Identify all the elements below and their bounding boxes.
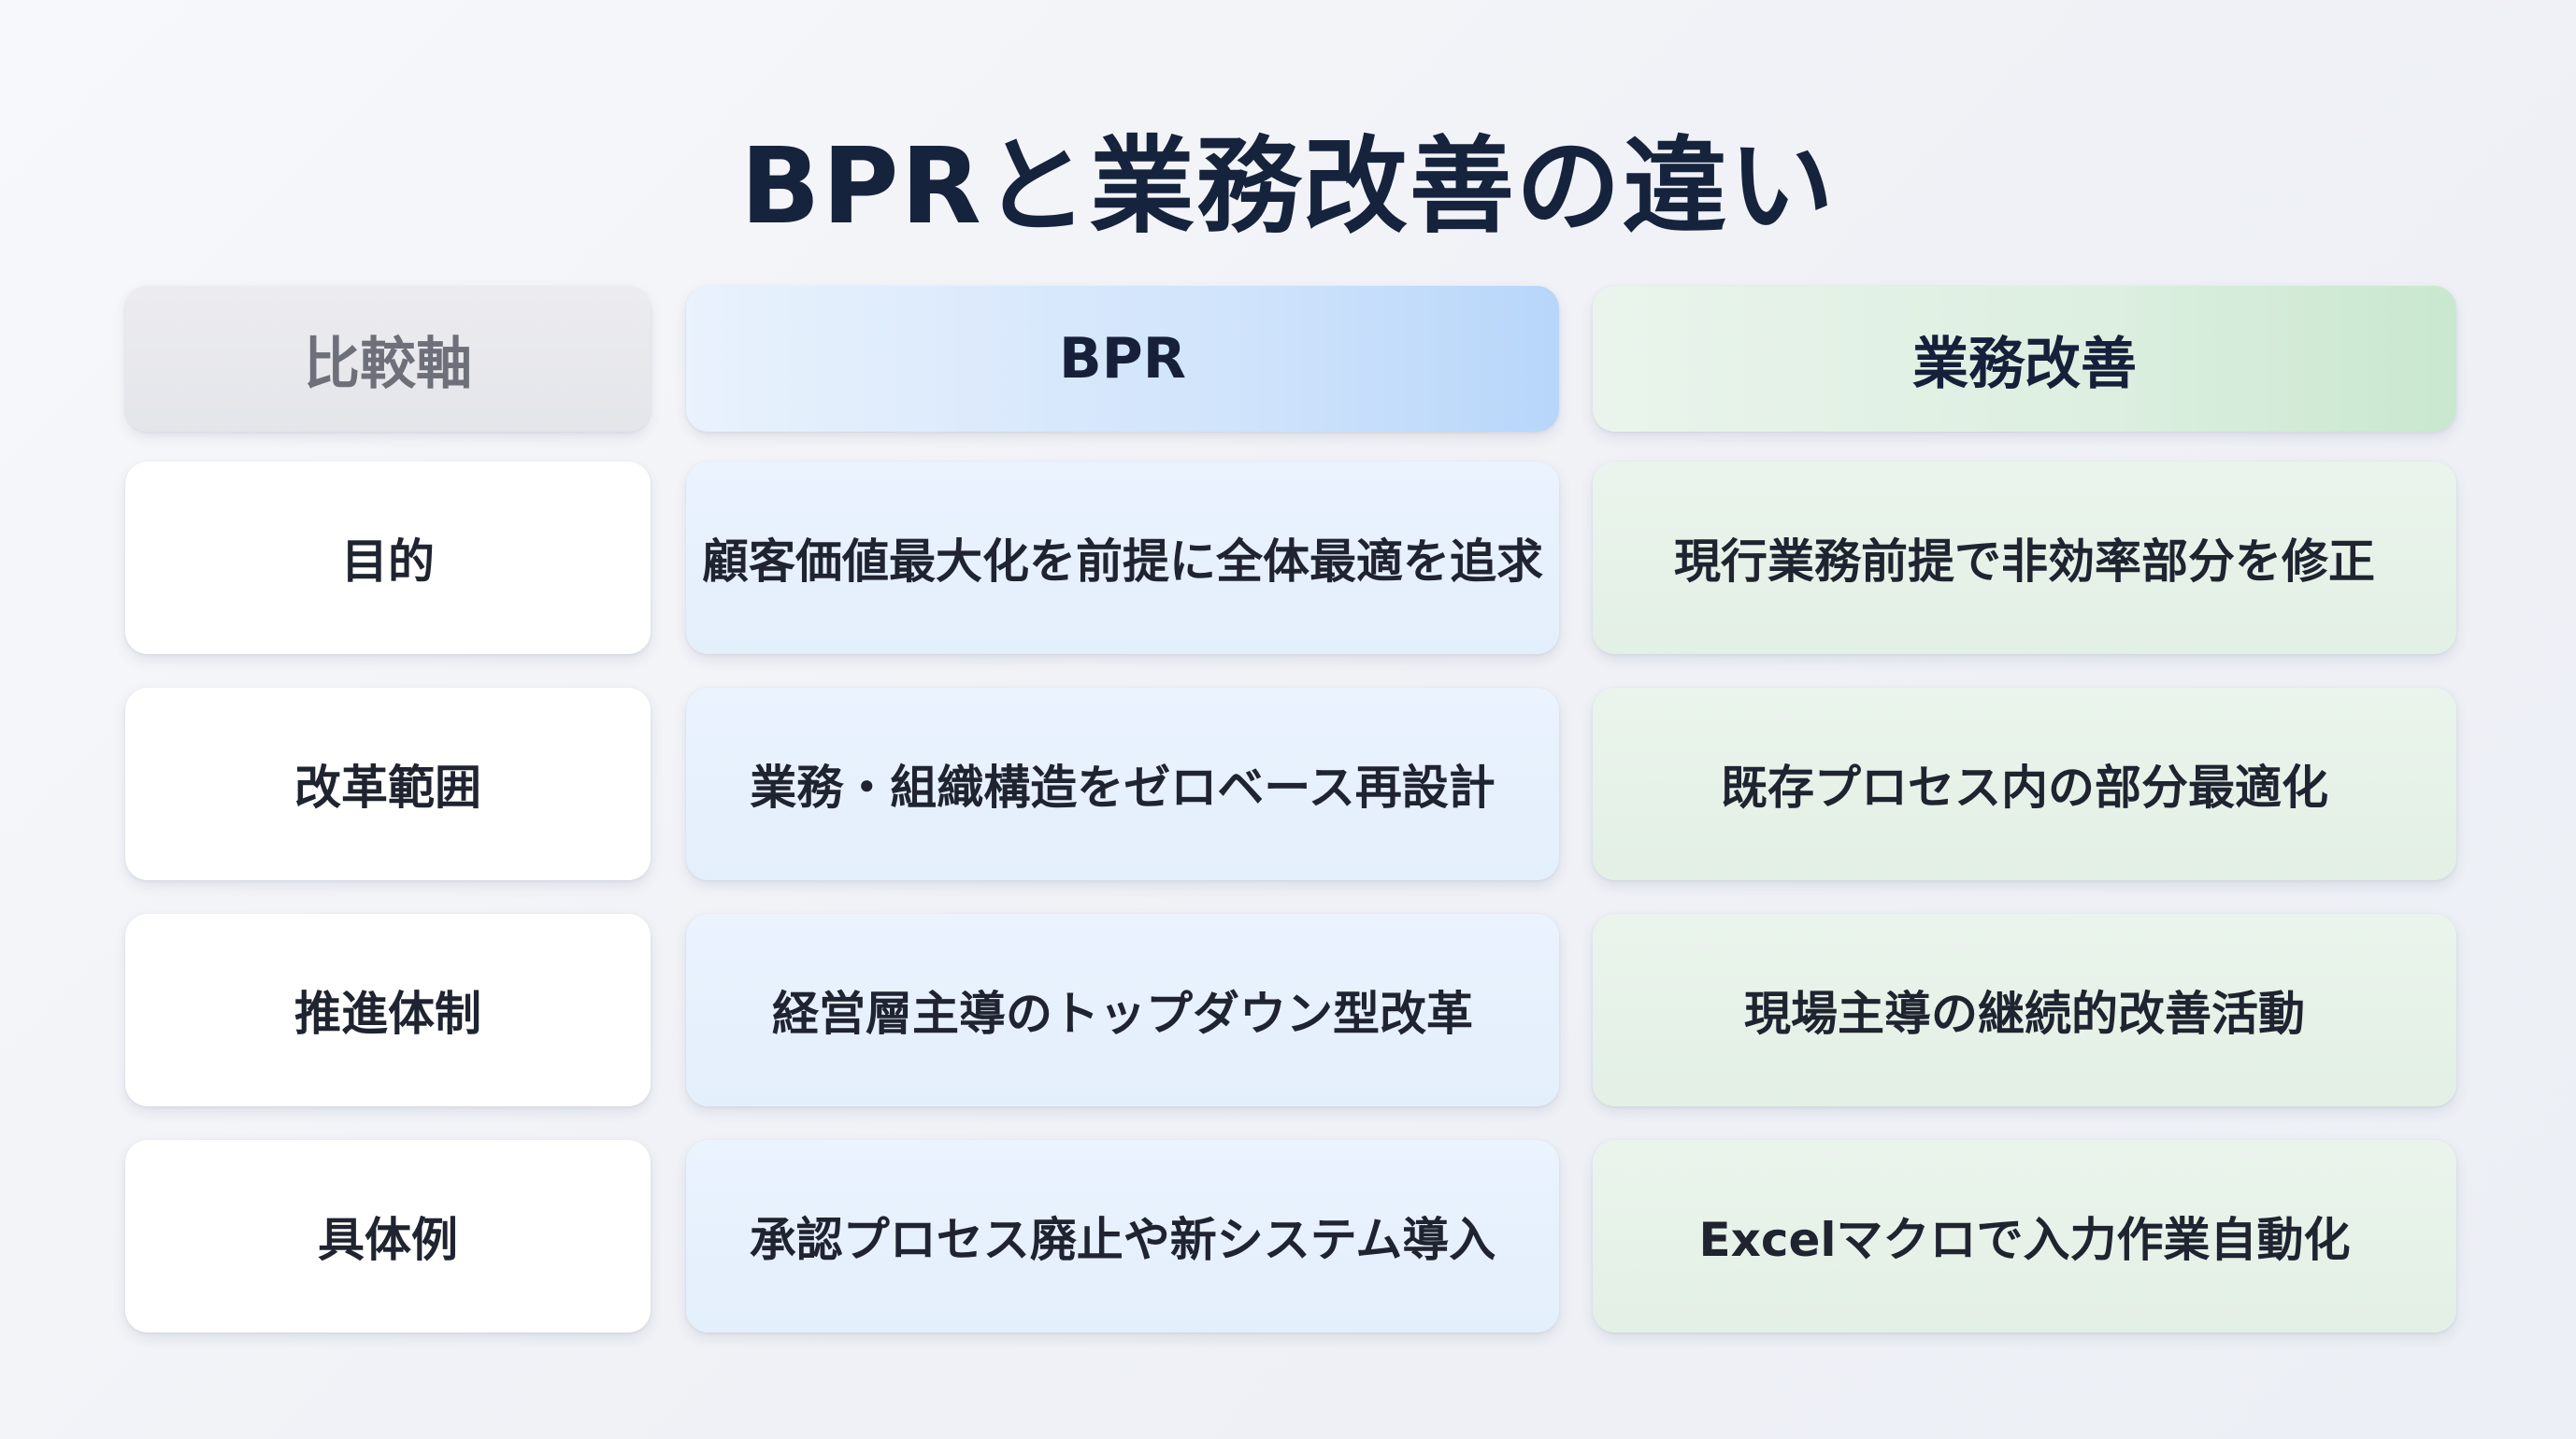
table-row: 改革範囲 業務・組織構造をゼロベース再設計 既存プロセス内の部分最適化 xyxy=(125,688,2456,880)
row-improvement-cell: 既存プロセス内の部分最適化 xyxy=(1593,688,2456,880)
row-bpr-cell: 顧客価値最大化を前提に全体最適を追求 xyxy=(686,462,1559,654)
header-improvement-cell: 業務改善 xyxy=(1593,286,2456,432)
row-axis-cell: 推進体制 xyxy=(125,914,651,1106)
table-row: 目的 顧客価値最大化を前提に全体最適を追求 現行業務前提で非効率部分を修正 xyxy=(125,462,2456,654)
header-axis-cell: 比較軸 xyxy=(125,286,651,432)
table-header-row: 比較軸 BPR 業務改善 xyxy=(125,286,2456,432)
row-improvement-cell: 現場主導の継続的改善活動 xyxy=(1593,914,2456,1106)
row-axis-cell: 具体例 xyxy=(125,1140,651,1332)
slide-title: BPRと業務改善の違い xyxy=(740,126,1836,248)
row-bpr-cell: 承認プロセス廃止や新システム導入 xyxy=(686,1140,1559,1332)
row-improvement-cell: Excelマクロで入力作業自動化 xyxy=(1593,1140,2456,1332)
header-bpr-cell: BPR xyxy=(686,286,1559,432)
table-row: 推進体制 経営層主導のトップダウン型改革 現場主導の継続的改善活動 xyxy=(125,914,2456,1106)
table-row: 具体例 承認プロセス廃止や新システム導入 Excelマクロで入力作業自動化 xyxy=(125,1140,2456,1332)
row-axis-cell: 目的 xyxy=(125,462,651,654)
row-bpr-cell: 業務・組織構造をゼロベース再設計 xyxy=(686,688,1559,880)
row-improvement-cell: 現行業務前提で非効率部分を修正 xyxy=(1593,462,2456,654)
row-bpr-cell: 経営層主導のトップダウン型改革 xyxy=(686,914,1559,1106)
row-axis-cell: 改革範囲 xyxy=(125,688,651,880)
